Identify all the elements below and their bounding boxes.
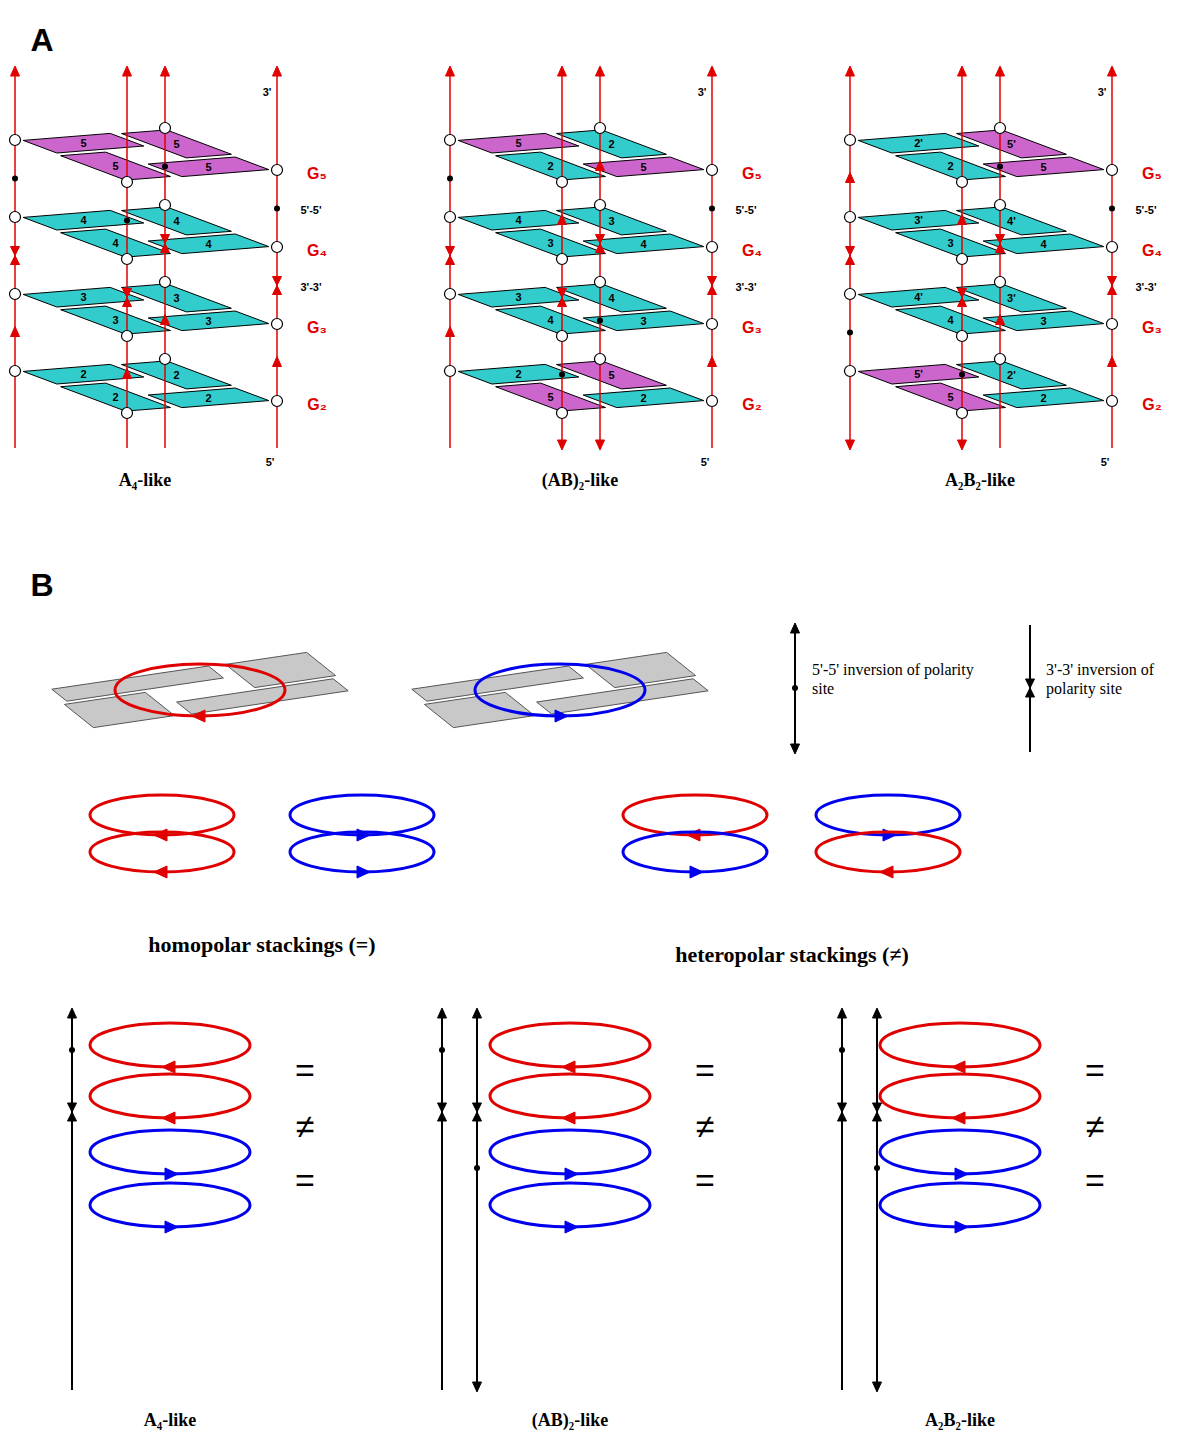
stacking-sign: = [295,1051,315,1090]
caption: A₄-like [119,470,171,491]
guanine-number: 4 [80,214,86,226]
guanine-number: 3' [1007,292,1016,304]
guanine-number: 3 [947,237,953,249]
guanine-number: 5 [1040,161,1046,173]
tetrad-label: G₅ [742,165,762,183]
end-label: 5' [701,456,710,468]
tetrad-label: G₂ [1142,396,1162,414]
end-label: 3' [263,86,272,98]
guanine-number: 4 [947,314,953,326]
guanine-number: 4 [608,292,614,304]
guanine-number: 5 [80,137,86,149]
guanine-number: 3 [1040,315,1046,327]
guanine-number: 2 [173,369,179,381]
guanine-number: 5' [914,368,923,380]
guanine-number: 4 [173,215,179,227]
guanine-number: 4' [1007,215,1016,227]
tetrad-label: G₄ [1142,242,1162,260]
panel-letter: A [30,22,53,59]
guanine-number: 3 [640,315,646,327]
tetrad-label: G₃ [307,319,327,337]
guanine-number: 2 [112,391,118,403]
stacking-sign: = [1085,1051,1105,1090]
stacking-sign: = [695,1161,715,1200]
guanine-number: 2 [608,138,614,150]
guanine-number: 2' [914,137,923,149]
stacking-label: homopolar stackings (=) [148,932,375,958]
guanine-number: 5 [205,161,211,173]
tetrad-label: G₅ [1142,165,1162,183]
inversion-label: 5'-5' [1135,204,1156,216]
inversion-label: 5'-5' [300,204,321,216]
guanine-number: 3 [205,315,211,327]
stacking-sign: = [295,1161,315,1200]
inversion-label: 5'-5' [735,204,756,216]
end-label: 5' [266,456,275,468]
stacking-sign: = [695,1051,715,1090]
tetrad-label: G₃ [1142,319,1162,337]
guanine-number: 2 [80,368,86,380]
guanine-number: 4 [640,238,646,250]
tetrad-label: G₃ [742,319,762,337]
stacking-sign: ≠ [696,1107,715,1146]
caption: A₂B₂-like [945,470,1015,491]
guanine-number: 5 [515,137,521,149]
caption: (AB)₂-like [542,470,618,491]
guanine-number: 3 [547,237,553,249]
tetrad-label: G₂ [307,396,327,414]
guanine-number: 3 [515,291,521,303]
end-label: 5' [1101,456,1110,468]
guanine-number: 4 [547,314,553,326]
legend-text: 5'-5' inversion of polarity site [812,660,982,698]
tetrad-label: G₅ [307,165,327,183]
end-label: 3' [698,86,707,98]
tetrad-label: G₄ [307,242,327,260]
guanine-number: 5 [173,138,179,150]
guanine-number: 4' [914,291,923,303]
tetrad-label: G₂ [742,396,762,414]
caption: (AB)₂-like [532,1410,608,1431]
stacking-sign: ≠ [296,1107,315,1146]
panel-letter: B [30,567,53,604]
guanine-number: 4 [205,238,211,250]
stacking-sign: = [1085,1161,1105,1200]
caption: A₂B₂-like [925,1410,995,1431]
inversion-label: 3'-3' [735,281,756,293]
guanine-number: 2' [1007,369,1016,381]
guanine-number: 5 [947,391,953,403]
stacking-label: heteropolar stackings (≠) [675,942,909,968]
guanine-number: 3' [914,214,923,226]
guanine-number: 4 [1040,238,1046,250]
tetrad-label: G₄ [742,242,762,260]
guanine-number: 2 [947,160,953,172]
guanine-number: 3 [112,314,118,326]
guanine-number: 5 [640,161,646,173]
legend-text: 3'-3' inversion of polarity site [1046,660,1181,698]
guanine-number: 2 [547,160,553,172]
guanine-number: 5' [1007,138,1016,150]
caption: A₄-like [144,1410,196,1431]
guanine-number: 3 [173,292,179,304]
inversion-label: 3'-3' [300,281,321,293]
guanine-number: 2 [1040,392,1046,404]
guanine-number: 2 [205,392,211,404]
end-label: 3' [1098,86,1107,98]
guanine-number: 5 [608,369,614,381]
guanine-number: 2 [515,368,521,380]
guanine-number: 5 [547,391,553,403]
guanine-number: 3 [608,215,614,227]
stacking-sign: ≠ [1086,1107,1105,1146]
guanine-number: 4 [112,237,118,249]
guanine-number: 3 [80,291,86,303]
guanine-number: 5 [112,160,118,172]
guanine-number: 2 [640,392,646,404]
guanine-number: 4 [515,214,521,226]
inversion-label: 3'-3' [1135,281,1156,293]
